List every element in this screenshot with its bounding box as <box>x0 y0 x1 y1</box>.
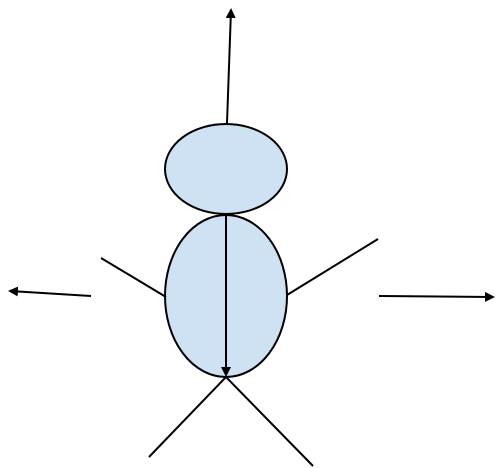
left-leg-line <box>148 376 227 458</box>
right-leg-line <box>225 376 314 467</box>
up-arrow <box>225 8 236 124</box>
head-ellipse <box>164 123 288 215</box>
left-arm-line <box>100 257 167 298</box>
right-arm-line <box>286 238 379 296</box>
right-arrow <box>378 291 495 302</box>
left-arrow <box>8 286 92 297</box>
